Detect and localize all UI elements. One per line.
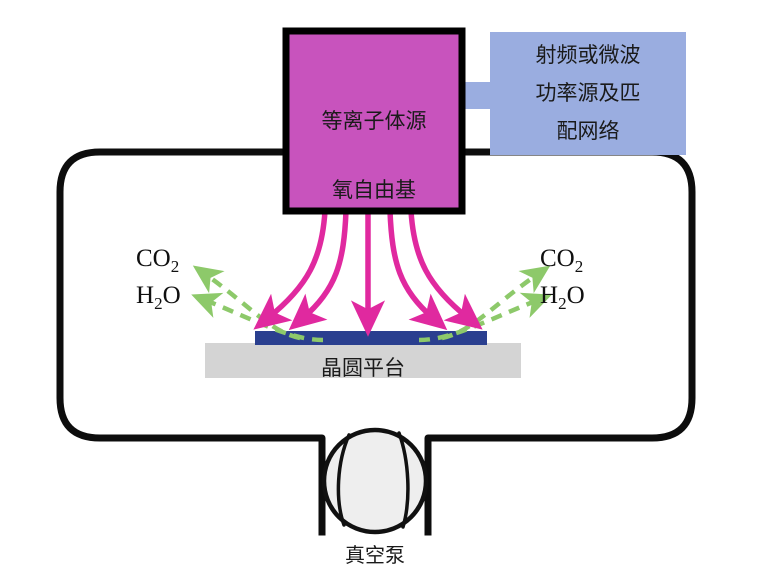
oxygen-radical-label: 氧自由基: [332, 178, 416, 202]
wafer-platform-label: 晶圆平台: [321, 356, 405, 380]
power-supply-line-3: 配网络: [557, 119, 620, 143]
byproduct-label-left-co2: CO2: [136, 245, 179, 276]
plasma-source-box: [282, 27, 466, 215]
byproduct-label-right-h2o: H2O: [540, 282, 585, 313]
radical-arrow-5: [408, 210, 483, 330]
power-supply-box: [490, 32, 686, 155]
plasma-source-label: 等离子体源: [322, 109, 427, 133]
wafer-platform-body: [205, 343, 521, 378]
byproduct-label-right-co2: CO2: [540, 245, 583, 276]
power-supply-line-2: 功率源及匹: [536, 81, 641, 105]
vacuum-pump-body: [321, 427, 429, 535]
power-supply-line-1: 射频或微波: [536, 43, 641, 67]
vacuum-pump-label: 真空泵: [345, 543, 405, 567]
vacuum-pump-vane-left: [336, 433, 351, 527]
radical-arrow-1: [253, 210, 328, 330]
radical-arrow-2: [288, 210, 349, 331]
byproduct-label-left-h2o: H2O: [136, 282, 181, 313]
wafer-substrate: [255, 331, 487, 345]
radical-arrow-4: [387, 210, 448, 331]
vacuum-pump-vane-right: [397, 431, 410, 529]
byproduct-arrow-right-upper: [441, 265, 551, 341]
